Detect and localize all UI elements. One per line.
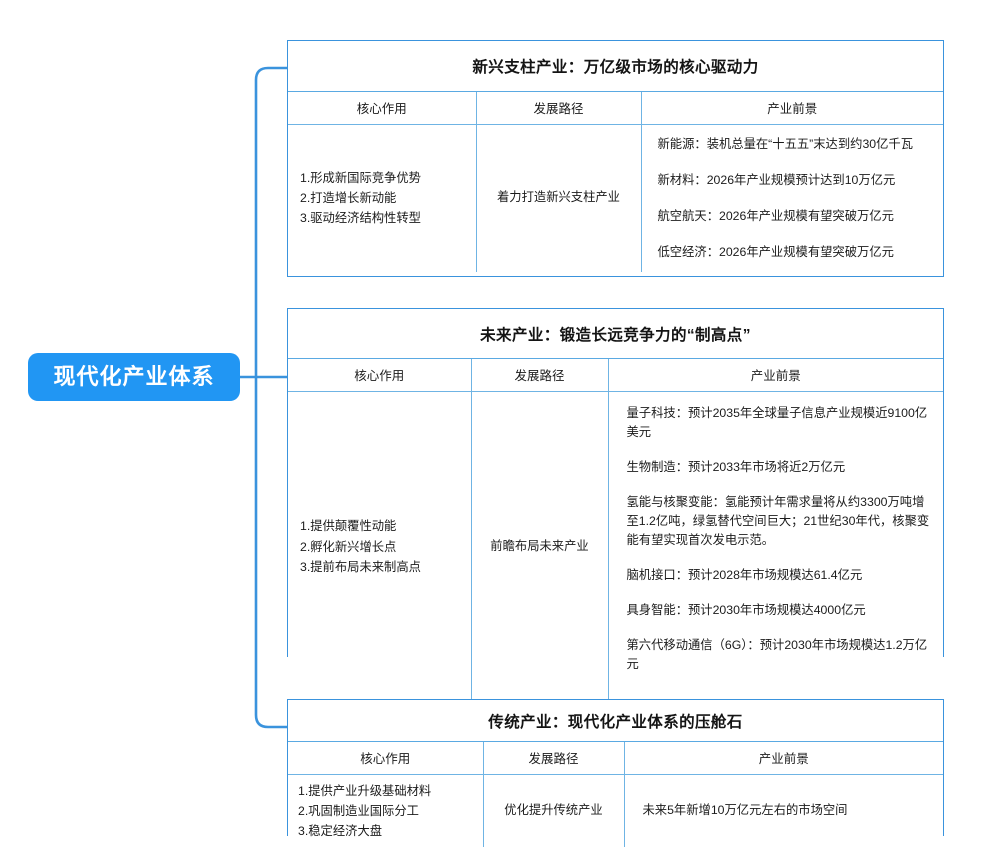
prospect-item: 航空航天：2026年产业规模有望突破万亿元: [657, 208, 894, 223]
cell-path-traditional: 优化提升传统产业: [482, 774, 624, 848]
table-header-row: 核心作用 发展路径 产业前景: [288, 359, 943, 392]
connector-branch-emerging: [254, 66, 289, 379]
prospect-item: 量子科技：预计2035年全球量子信息产业规模近9100亿美元: [626, 405, 928, 439]
prospect-item: 低空经济：2026年产业规模有望突破万亿元: [657, 244, 894, 259]
column-header-path: 发展路径: [470, 359, 608, 392]
branch-card-emerging[interactable]: 新兴支柱产业：万亿级市场的核心驱动力 核心作用 发展路径 产业前景 1.形成新国…: [287, 40, 944, 277]
prospect-item: 第六代移动通信（6G）：预计2030年市场规模达1.2万亿元: [626, 637, 928, 671]
branch-title-traditional: 传统产业：现代化产业体系的压舱石: [288, 700, 943, 742]
branch-table-emerging: 核心作用 发展路径 产业前景 1.形成新国际竞争优势 2.打造增长新动能 3.驱…: [288, 92, 943, 272]
cell-path-future: 前瞻布局未来产业: [470, 391, 608, 702]
table-row: 1.提供颠覆性动能 2.孵化新兴增长点 3.提前布局未来制高点 前瞻布局未来产业…: [288, 391, 943, 702]
column-header-core: 核心作用: [288, 742, 483, 775]
cell-prospect-future: 量子科技：预计2035年全球量子信息产业规模近9100亿美元 生物制造：预计20…: [607, 391, 943, 702]
branch-title-emerging: 新兴支柱产业：万亿级市场的核心驱动力: [288, 41, 943, 92]
branch-table-future: 核心作用 发展路径 产业前景 1.提供颠覆性动能 2.孵化新兴增长点 3.提前布…: [288, 359, 943, 702]
cell-path-emerging: 着力打造新兴支柱产业: [475, 124, 641, 272]
prospect-item: 氢能与核聚变能：氢能预计年需求量将从约3300万吨增至1.2亿吨，绿氢替代空间巨…: [626, 494, 930, 547]
table-header-row: 核心作用 发展路径 产业前景: [288, 742, 943, 775]
branch-title-future: 未来产业：锻造长远竞争力的“制高点”: [288, 309, 943, 359]
cell-core-future: 1.提供颠覆性动能 2.孵化新兴增长点 3.提前布局未来制高点: [288, 391, 471, 702]
column-header-core: 核心作用: [288, 92, 476, 125]
root-node[interactable]: 现代化产业体系: [28, 353, 240, 401]
cell-prospect-emerging: 新能源：装机总量在“十五五”末达到约30亿千瓦 新材料：2026年产业规模预计达…: [640, 124, 943, 272]
column-header-path: 发展路径: [482, 742, 624, 775]
root-node-label: 现代化产业体系: [53, 364, 215, 389]
cell-core-emerging: 1.形成新国际竞争优势 2.打造增长新动能 3.驱动经济结构性转型: [288, 124, 476, 272]
column-header-path: 发展路径: [475, 92, 641, 125]
prospect-item: 脑机接口：预计2028年市场规模达61.4亿元: [626, 567, 863, 582]
table-row: 1.形成新国际竞争优势 2.打造增长新动能 3.驱动经济结构性转型 着力打造新兴…: [288, 124, 943, 272]
prospect-item: 具身智能：预计2030年市场规模达4000亿元: [626, 602, 866, 617]
cell-prospect-traditional: 未来5年新增10万亿元左右的市场空间: [623, 774, 943, 848]
prospect-item: 未来5年新增10万亿元左右的市场空间: [642, 803, 848, 818]
prospect-item: 生物制造：预计2033年市场将近2万亿元: [626, 459, 846, 474]
column-header-core: 核心作用: [288, 359, 471, 392]
table-header-row: 核心作用 发展路径 产业前景: [288, 92, 943, 125]
prospect-item: 新能源：装机总量在“十五五”末达到约30亿千瓦: [657, 136, 914, 151]
prospect-item: 新材料：2026年产业规模预计达到10万亿元: [657, 172, 896, 187]
column-header-prospect: 产业前景: [623, 742, 943, 775]
connector-branch-traditional: [254, 375, 289, 729]
table-row: 1.提供产业升级基础材料 2.巩固制造业国际分工 3.稳定经济大盘 优化提升传统…: [288, 774, 943, 848]
column-header-prospect: 产业前景: [607, 359, 943, 392]
branch-card-traditional[interactable]: 传统产业：现代化产业体系的压舱石 核心作用 发展路径 产业前景 1.提供产业升级…: [287, 699, 944, 848]
branch-card-future[interactable]: 未来产业：锻造长远竞争力的“制高点” 核心作用 发展路径 产业前景 1.提供颠覆…: [287, 308, 944, 702]
cell-core-traditional: 1.提供产业升级基础材料 2.巩固制造业国际分工 3.稳定经济大盘: [288, 774, 483, 848]
column-header-prospect: 产业前景: [640, 92, 943, 125]
branch-table-traditional: 核心作用 发展路径 产业前景 1.提供产业升级基础材料 2.巩固制造业国际分工 …: [288, 742, 943, 848]
